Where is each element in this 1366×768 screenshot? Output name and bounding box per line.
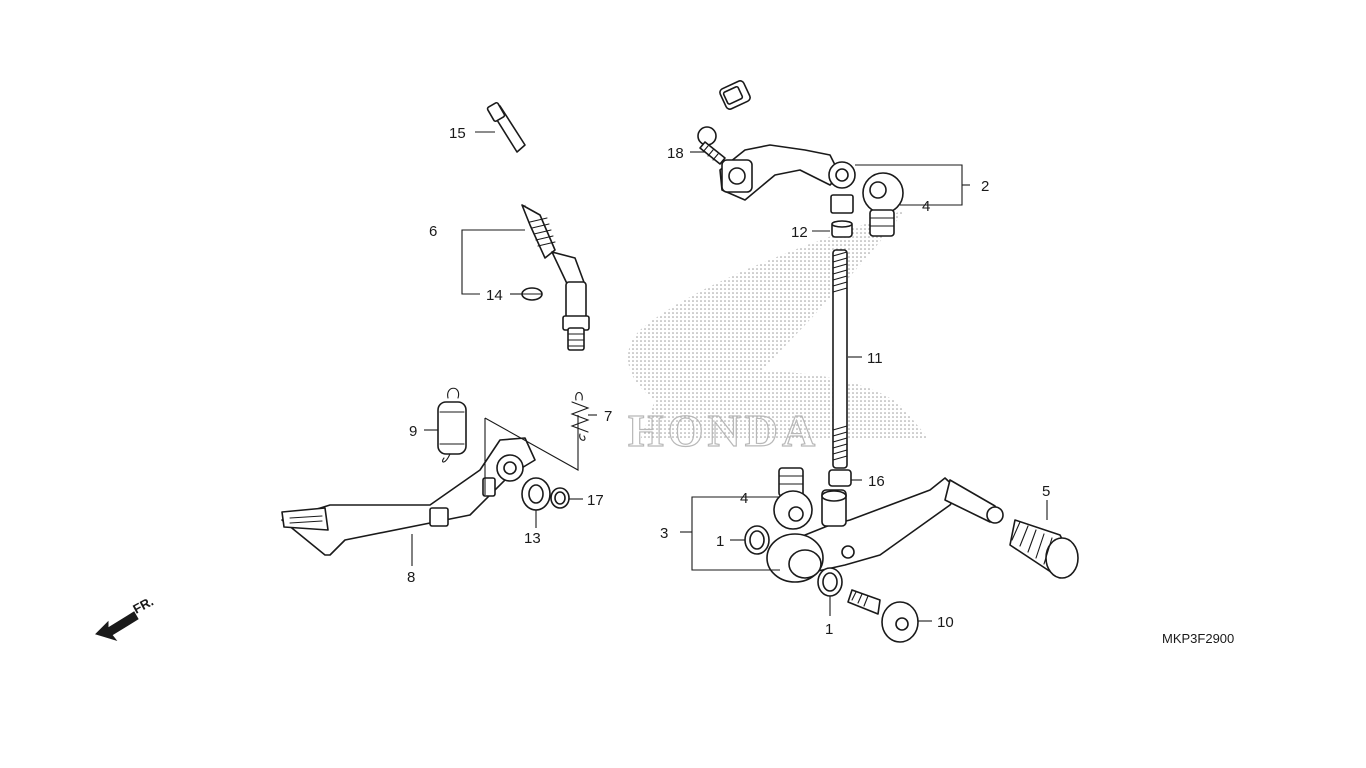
callout-4-lower: 4	[740, 490, 748, 507]
footpeg-rubber-part-5	[1009, 519, 1079, 579]
callout-12: 12	[791, 224, 808, 241]
callout-15: 15	[449, 125, 466, 142]
watermark-text: HONDA	[628, 405, 819, 456]
callout-1-upper: 1	[716, 533, 724, 550]
spring-part-9	[437, 387, 467, 463]
callout-16: 16	[868, 473, 885, 490]
spring-part-7	[570, 391, 590, 441]
callout-2: 2	[981, 178, 989, 195]
callout-13: 13	[524, 530, 541, 547]
clip-part-15	[486, 102, 526, 153]
circlip-part-17	[550, 487, 570, 509]
callout-10: 10	[937, 614, 954, 631]
o-ring-part-1-upper	[744, 525, 770, 555]
bolt-part-18	[697, 126, 726, 165]
diagram-code: MKP3F2900	[1162, 631, 1234, 646]
callout-labels: 15 18 2 4 12 6 14 11 9 7 16 4 5 17 13 3 …	[407, 125, 1050, 638]
ball-joint-part-4-upper	[862, 172, 904, 237]
callout-3: 3	[660, 525, 668, 542]
callout-8: 8	[407, 569, 415, 586]
callout-14: 14	[486, 287, 503, 304]
pivot-bolt-part-10	[847, 589, 919, 643]
callout-1-lower: 1	[825, 621, 833, 638]
leader-lines	[411, 131, 1048, 622]
clip-part-14	[521, 287, 543, 301]
washer-part-13	[521, 477, 551, 511]
callout-18: 18	[667, 145, 684, 162]
nut-part-16	[828, 469, 852, 487]
ball-joint-part-4-lower	[773, 467, 813, 530]
callout-11: 11	[867, 350, 883, 367]
nut-part-12	[831, 220, 853, 238]
callout-17: 17	[587, 492, 604, 509]
callout-5: 5	[1042, 483, 1050, 500]
callout-9: 9	[409, 423, 417, 440]
brake-pedal-part-8	[281, 437, 536, 556]
callout-4-upper: 4	[922, 198, 930, 215]
rod-part-11	[832, 249, 848, 469]
o-ring-part-1-lower	[817, 567, 843, 597]
front-arrow-icon: FR.	[95, 594, 156, 641]
callout-6: 6	[429, 223, 437, 240]
sensor-cable-part-6	[519, 79, 751, 351]
callout-7: 7	[604, 408, 612, 425]
honda-wing-watermark: HONDA	[627, 210, 930, 457]
arm-part-2	[719, 144, 856, 214]
